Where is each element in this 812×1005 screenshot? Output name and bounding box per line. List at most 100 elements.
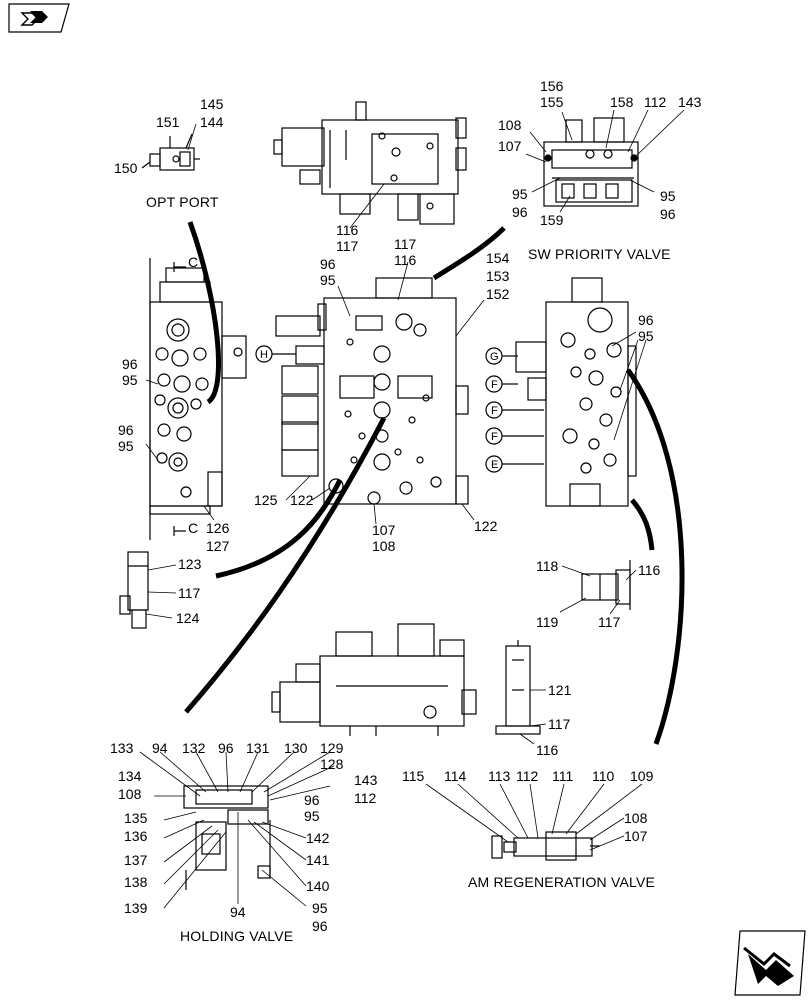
callout-label: 117 bbox=[548, 716, 571, 732]
connector-lines bbox=[184, 221, 685, 745]
callout-label: 117 bbox=[178, 585, 201, 601]
callout-label: 154 bbox=[486, 250, 510, 266]
callout-label: 134 bbox=[118, 768, 142, 784]
callout-label: 110 bbox=[592, 768, 615, 784]
callout-label: 122 bbox=[290, 492, 314, 508]
right-side-view bbox=[515, 277, 637, 507]
connector-right-side bbox=[625, 368, 685, 745]
callout-label: 114 bbox=[444, 768, 467, 784]
callout-label: 156 bbox=[540, 78, 564, 94]
callout-label: 95 bbox=[312, 900, 328, 916]
callout-label: 116 bbox=[394, 252, 417, 268]
am-regeneration-valve bbox=[491, 831, 600, 861]
callout-label: 94 bbox=[152, 740, 168, 756]
callout-label: 117 bbox=[394, 236, 417, 252]
callout-label: 112 bbox=[516, 768, 539, 784]
callout-label: 127 bbox=[206, 538, 230, 554]
callout-label: 119 bbox=[536, 614, 559, 630]
connector-holding bbox=[184, 416, 387, 714]
callout-label: 150 bbox=[114, 160, 138, 176]
callout-label: 112 bbox=[644, 94, 667, 110]
callout-label: 116 bbox=[638, 562, 661, 578]
callout-label: 108 bbox=[498, 117, 522, 133]
callout-label: 121 bbox=[548, 682, 572, 698]
cartridge-121 bbox=[495, 640, 541, 735]
leader-lines bbox=[139, 109, 685, 909]
callout-label: 107 bbox=[624, 828, 648, 844]
callout-label: 151 bbox=[156, 114, 180, 130]
callout-label: 128 bbox=[320, 756, 344, 772]
callout-label: 155 bbox=[540, 94, 564, 110]
bottom-valve-body bbox=[271, 623, 477, 736]
callout-label: 123 bbox=[178, 556, 202, 572]
callout-label: 144 bbox=[200, 114, 224, 130]
connector-top-valve bbox=[432, 226, 506, 281]
connector-small-right bbox=[630, 498, 655, 551]
callout-label: 152 bbox=[486, 286, 510, 302]
callout-label: 116 bbox=[336, 222, 359, 238]
section-mark-label: C bbox=[188, 254, 199, 270]
callout-label: 95 bbox=[122, 372, 138, 388]
back-page-icon-graphic bbox=[8, 3, 70, 33]
sw-priority-valve bbox=[543, 117, 639, 207]
callout-label: 126 bbox=[206, 520, 230, 536]
callout-label: 95 bbox=[320, 272, 336, 288]
callout-label: 96 bbox=[122, 356, 138, 372]
caption-opt-port: OPT PORT bbox=[146, 194, 219, 210]
callout-label: 108 bbox=[624, 810, 648, 826]
connector-left-to-bottom bbox=[215, 478, 343, 579]
holding-valve bbox=[183, 785, 271, 890]
callout-label: 108 bbox=[372, 538, 396, 554]
top-valve-body bbox=[273, 101, 467, 225]
callout-label: 138 bbox=[124, 874, 148, 890]
callout-label: 95 bbox=[638, 328, 654, 344]
port-marker-label: H bbox=[260, 349, 268, 361]
callout-label: 145 bbox=[200, 96, 224, 112]
section-mark-c-top bbox=[173, 262, 186, 272]
callout-label: 96 bbox=[312, 918, 328, 934]
section-mark-c-bottom bbox=[173, 526, 186, 536]
callout-label: 109 bbox=[630, 768, 654, 784]
callout-label: 130 bbox=[284, 740, 308, 756]
callout-label: 139 bbox=[124, 900, 148, 916]
port-marker-label: F bbox=[491, 431, 498, 443]
port-marker-label: F bbox=[491, 405, 498, 417]
callout-label: 131 bbox=[246, 740, 270, 756]
left-side-view bbox=[149, 258, 247, 540]
callout-label: 136 bbox=[124, 828, 148, 844]
callout-label: 117 bbox=[598, 614, 621, 630]
callout-label: 96 bbox=[660, 206, 676, 222]
callout-label: 95 bbox=[660, 188, 676, 204]
callout-label: 116 bbox=[536, 742, 559, 758]
fitting-123-124 bbox=[119, 551, 149, 629]
caption-am-regeneration-valve: AM REGENERATION VALVE bbox=[468, 874, 656, 890]
callout-label: 108 bbox=[118, 786, 142, 802]
callout-label: 122 bbox=[474, 518, 498, 534]
callout-label: 112 bbox=[354, 790, 377, 806]
next-page-icon-graphic bbox=[734, 930, 806, 996]
callout-label: 141 bbox=[306, 852, 330, 868]
callout-label: 137 bbox=[124, 852, 148, 868]
callout-label: 115 bbox=[402, 768, 425, 784]
callout-label: 96 bbox=[218, 740, 234, 756]
callout-label: 111 bbox=[552, 768, 574, 784]
next-page-icon[interactable] bbox=[734, 930, 806, 996]
callout-label: 132 bbox=[182, 740, 206, 756]
section-mark-label: C bbox=[188, 520, 199, 536]
back-page-icon[interactable] bbox=[8, 3, 70, 33]
callout-label: 96 bbox=[638, 312, 654, 328]
callout-label: 96 bbox=[320, 256, 336, 272]
callout-label: 96 bbox=[304, 792, 320, 808]
fitting-118-119 bbox=[581, 560, 631, 610]
callout-label: 143 bbox=[354, 772, 378, 788]
callout-label: 95 bbox=[512, 186, 528, 202]
callout-label: 96 bbox=[118, 422, 134, 438]
callout-label: 113 bbox=[488, 768, 511, 784]
port-marker-label: F bbox=[491, 379, 498, 391]
caption-holding-valve: HOLDING VALVE bbox=[180, 928, 294, 944]
callout-label: 142 bbox=[306, 830, 330, 846]
callout-label: 94 bbox=[230, 904, 246, 920]
callout-label: 125 bbox=[254, 492, 278, 508]
